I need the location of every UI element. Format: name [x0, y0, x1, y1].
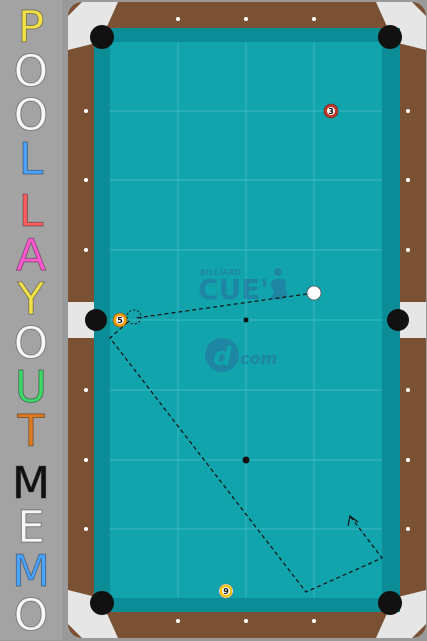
logo-figure-icon: [272, 280, 286, 296]
title-letter: M: [12, 546, 51, 597]
title-letter: O: [13, 318, 49, 369]
pocket-liner: [68, 2, 118, 50]
pocket-liner: [376, 590, 426, 638]
dcom-letter: d: [213, 342, 232, 372]
pocket: [90, 591, 114, 615]
ball-number: 9: [223, 587, 229, 596]
pocket: [378, 25, 402, 49]
title-letter: O: [13, 90, 49, 141]
pocket: [378, 591, 402, 615]
logo-small-text: BILLIARD: [200, 268, 242, 277]
title-letter: L: [18, 186, 44, 237]
title-letter: E: [17, 502, 46, 553]
dcom-circle-icon: [205, 338, 239, 372]
ball-5[interactable]: 5: [112, 312, 128, 328]
title-letter: A: [15, 230, 47, 281]
ball-9[interactable]: 9: [218, 583, 234, 599]
pocket-liner: [376, 2, 426, 50]
title-letter: O: [13, 590, 49, 641]
title-letter: T: [17, 406, 45, 457]
ghost-ball: [126, 309, 142, 325]
cue-path-line: [109, 321, 383, 593]
pocket: [85, 309, 107, 331]
ball-3[interactable]: 3: [323, 103, 339, 119]
title-letter: U: [14, 362, 48, 413]
title-letter: P: [17, 2, 45, 53]
title-letter: L: [18, 134, 44, 185]
dcom-logo: d com: [205, 338, 277, 372]
title-letter: Y: [17, 274, 45, 325]
cue-ball[interactable]: [306, 285, 322, 301]
pocket: [387, 309, 409, 331]
cues-logo: BILLIARD CUE'S: [198, 268, 289, 306]
title-letter: O: [13, 46, 49, 97]
center-spot: [243, 317, 249, 323]
dcom-text: com: [240, 349, 277, 368]
logo-figure-icon: [274, 268, 282, 276]
aim-line: [135, 292, 315, 319]
pocket-liner: [68, 590, 118, 638]
foot-spot: [242, 456, 250, 464]
title-letter: M: [12, 458, 51, 509]
arrow-head-icon: [347, 514, 359, 527]
title-sidebar: P O O L L A Y O U T M E M O: [0, 0, 62, 640]
ball-number: 5: [117, 316, 123, 325]
ball-number: 3: [328, 107, 334, 116]
pocket: [90, 25, 114, 49]
rail-diamonds: [84, 17, 410, 623]
